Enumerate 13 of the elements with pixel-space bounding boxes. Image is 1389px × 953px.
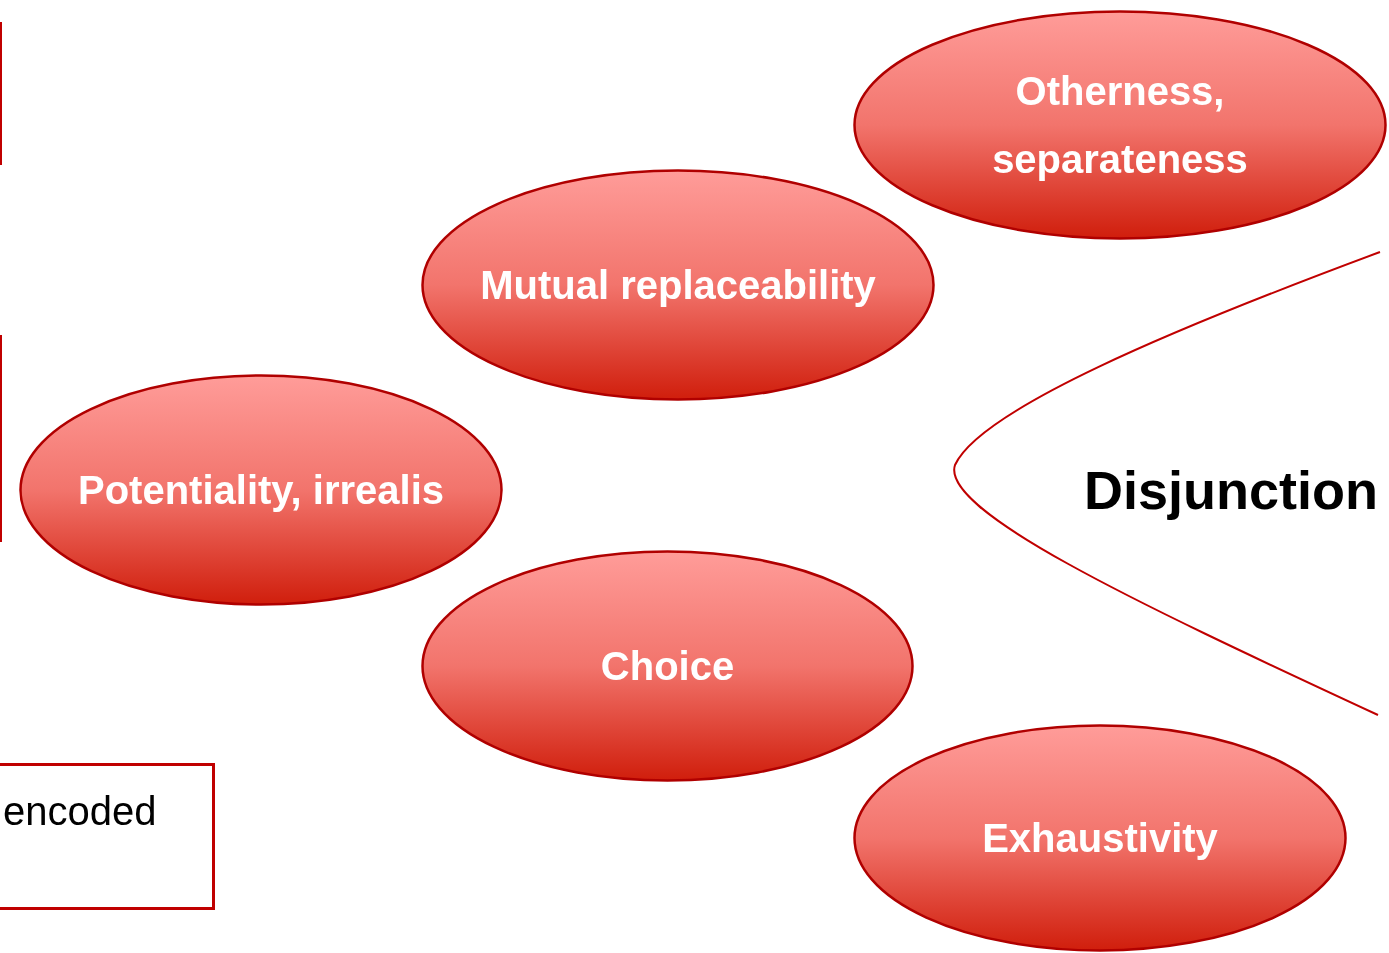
node-label: Mutual replaceability: [480, 262, 876, 309]
node-label: Potentiality, irrealis: [77, 467, 445, 514]
node-label: Exhaustivity: [982, 815, 1218, 862]
ellipse-node: [853, 724, 1347, 952]
text-box: [0, 763, 215, 910]
ellipse-node: [19, 374, 503, 606]
node-label: Choice: [600, 643, 735, 690]
node-label: Disjunction: [1084, 459, 1378, 520]
ellipse-node: [853, 10, 1387, 240]
ellipse-node: [421, 169, 935, 401]
ellipse-node: [421, 550, 914, 782]
node-label: encoded: [3, 791, 157, 831]
node-label: Otherness, separateness: [991, 68, 1249, 183]
